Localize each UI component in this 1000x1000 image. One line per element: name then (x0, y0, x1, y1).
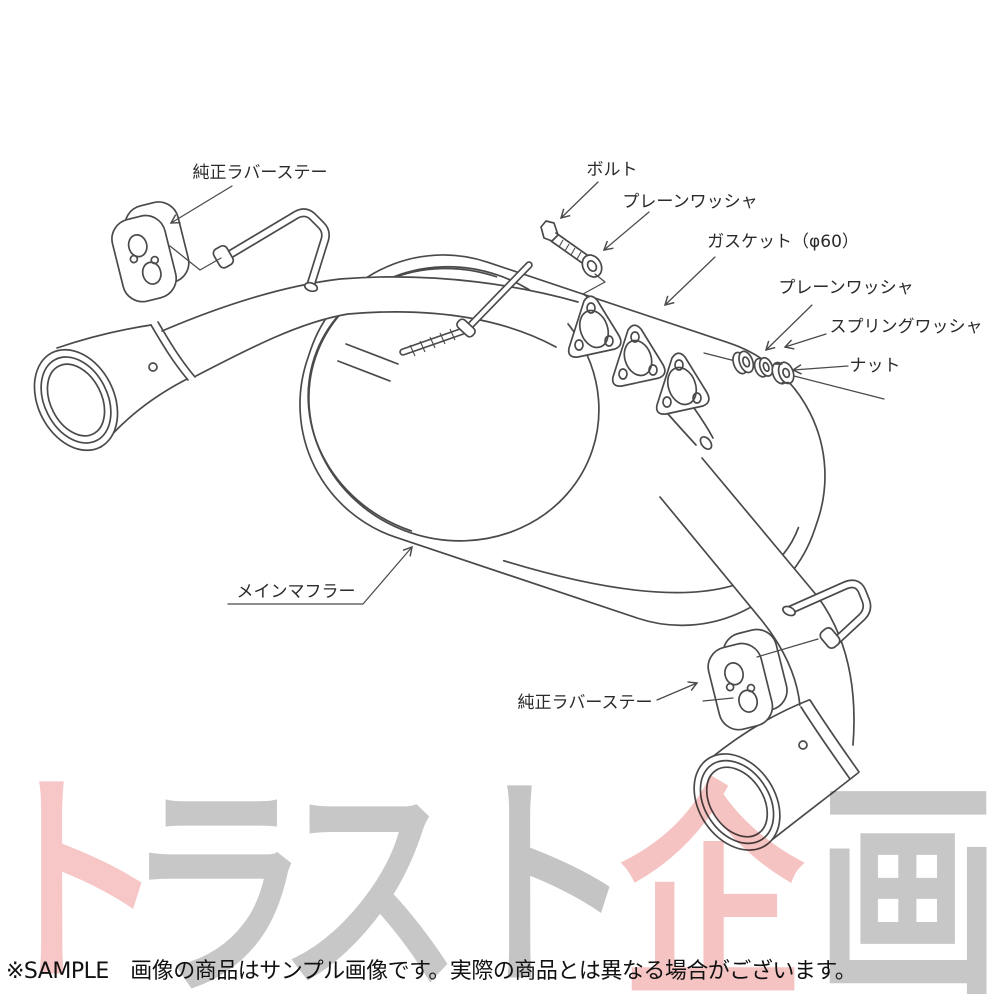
leader-plain-washer-upper (602, 211, 650, 251)
stay-hole (738, 689, 759, 713)
muffler-hanger-rod (399, 261, 533, 357)
leader-plain-washer-right (764, 304, 813, 352)
outlet-pipe-outer-edge (701, 457, 855, 746)
rear-exhaust-tip (693, 699, 860, 851)
leader-rubber-stay-rear (656, 681, 699, 701)
bolt (540, 220, 591, 266)
label-plain-washer-upper: プレーンワッシャ (622, 192, 757, 212)
flange-pipe-stub (667, 407, 714, 446)
label-rubber-stay-front: 純正ラバーステー (193, 163, 328, 183)
label-nut: ナット (850, 356, 901, 376)
hanger-rod-collar (456, 318, 476, 338)
rear-hanger-rod (782, 579, 872, 649)
rubber-stay-rear (707, 628, 788, 731)
leader-spring-washer (783, 333, 827, 350)
label-bolt: ボルト (587, 160, 638, 180)
rear-tip-bottom-edge (767, 772, 859, 844)
rear-tip-bevel-rings (800, 699, 860, 780)
leader-main-muffler (227, 545, 413, 605)
stay-hole (127, 234, 148, 258)
leader-lines (169, 181, 849, 702)
stay-hole (724, 662, 744, 686)
label-spring-washer: スプリングワッシャ (830, 317, 983, 337)
front-hanger-rod (212, 208, 330, 293)
muffler-endcap-seam (502, 526, 800, 594)
muffler-seam-lines (337, 343, 399, 382)
muffler-front-face (308, 265, 600, 542)
inlet-pipe-upper-edge (161, 276, 579, 332)
label-rubber-stay-rear: 純正ラバーステー (518, 693, 653, 713)
hanger-rod-knurl (409, 328, 456, 357)
gasket-plate (611, 324, 666, 387)
rubber-stay-front (111, 201, 190, 303)
leader-bolt (559, 181, 599, 220)
rear-tip-drain-hole (798, 740, 808, 750)
outlet-pipe-inner-edge (659, 496, 801, 707)
front-rod-open-end (303, 281, 319, 293)
spring-washer (753, 356, 774, 378)
leader-rubber-stay-front (169, 185, 233, 224)
rear-rod-stopper (819, 627, 841, 649)
stay-hole (141, 261, 162, 285)
rear-rod-open-end (782, 605, 796, 617)
muffler-front-face-rim (307, 267, 498, 532)
part-labels: 純正ラバーステー ボルト プレーンワッシャ ガスケット（φ60） プレーンワッシ… (193, 160, 983, 713)
label-gasket: ガスケット（φ60） (707, 232, 859, 252)
flange-pipe-stub-end (699, 435, 713, 451)
leader-nut (791, 364, 849, 375)
inlet-pipe (161, 276, 579, 377)
inlet-pipe-lower-edge (195, 311, 557, 377)
nut (771, 361, 795, 385)
front-stay-link-line (169, 245, 222, 271)
outlet-pipe (659, 457, 855, 746)
label-plain-washer-right: プレーンワッシャ (778, 278, 913, 298)
rear-stay-link-line (756, 638, 819, 658)
plain-washer-upper (581, 254, 603, 278)
sample-disclaimer-text: ※SAMPLE 画像の商品はサンプル画像です。実際の商品とは異なる場合がございま… (6, 959, 857, 984)
front-tip-drain-hole (148, 362, 158, 372)
front-tip-bevel-rings (150, 321, 196, 381)
front-tip-top-edge (56, 324, 152, 349)
plain-washer-right (732, 350, 755, 375)
front-rod-stopper (212, 244, 235, 269)
front-exhaust-tip (33, 321, 196, 452)
leader-gasket (663, 256, 716, 307)
mating-flange (655, 352, 714, 451)
label-main-muffler: メインマフラー (237, 582, 356, 602)
bolt-head (540, 220, 559, 242)
pipe-flange (567, 295, 622, 358)
bolt-threads (558, 239, 582, 260)
